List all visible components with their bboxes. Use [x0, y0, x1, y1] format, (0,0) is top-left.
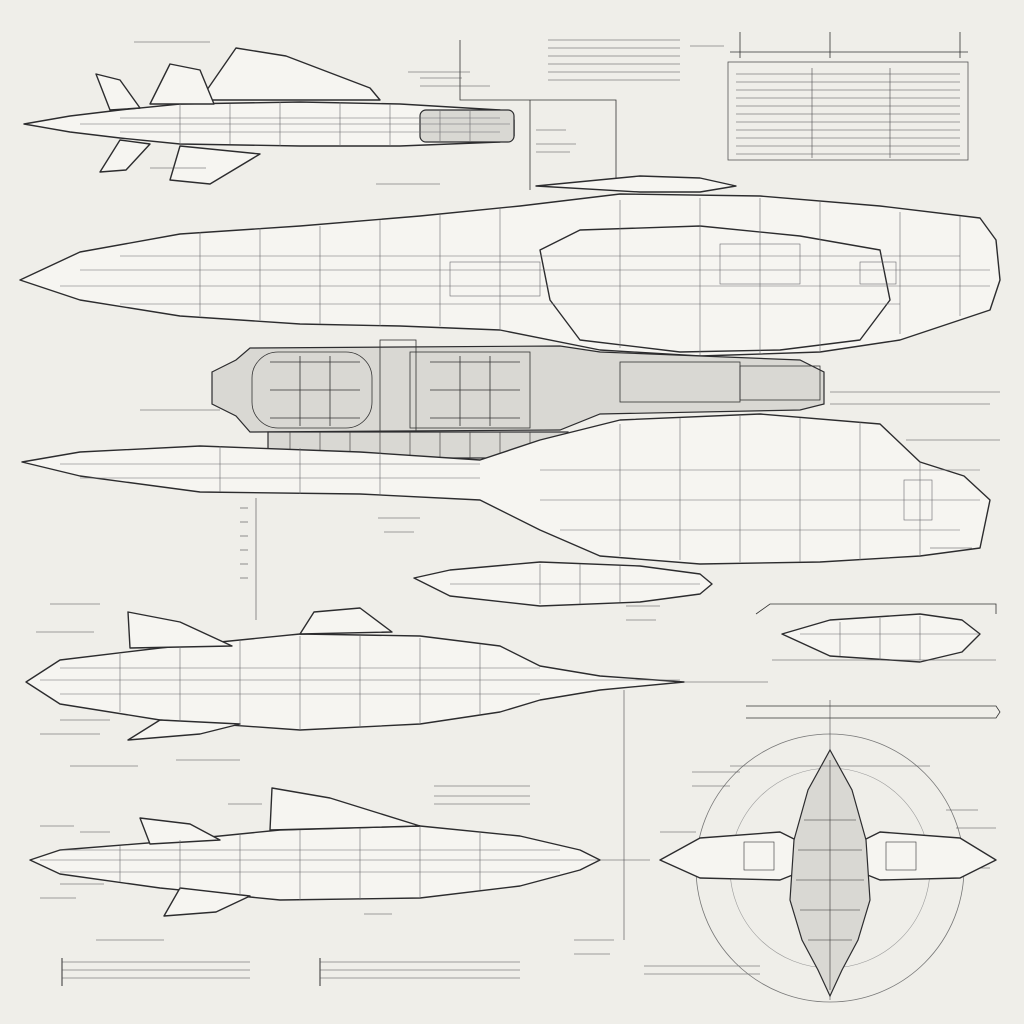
- cruiser-lower-profile: [21, 413, 1000, 620]
- spec-table-rows: [736, 68, 960, 158]
- top-down-view: [623, 690, 1001, 1003]
- escort-side-view: [25, 603, 768, 767]
- cruiser-main-side-view: [19, 175, 1001, 357]
- spec-table: [459, 32, 969, 190]
- header-rule-lines: [548, 39, 724, 81]
- frigate-side-view: [29, 785, 650, 941]
- fighter-side-view: [23, 41, 576, 185]
- engine-pod: [413, 561, 713, 621]
- pod-detail-view: [755, 603, 997, 663]
- scale-bars: [61, 939, 760, 986]
